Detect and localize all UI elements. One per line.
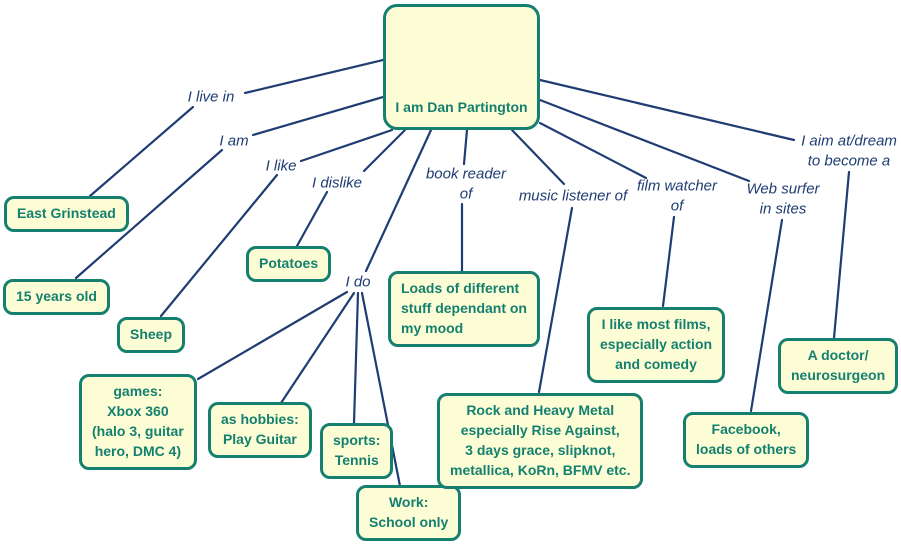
node-ambition[interactable]: A doctor/ neurosurgeon	[778, 338, 899, 394]
connector-segment	[251, 95, 385, 137]
connector-segment	[279, 291, 356, 405]
node-games[interactable]: games: Xbox 360 (halo 3, guitar hero, DM…	[79, 374, 197, 470]
connector-segment	[510, 128, 566, 186]
connector-segment	[243, 58, 385, 95]
node-age[interactable]: 15 years old	[3, 279, 110, 315]
relation-i-dislike[interactable]: I dislike	[311, 174, 363, 192]
connector-segment	[74, 148, 224, 280]
relation-aim[interactable]: I aim at/dream to become a	[801, 132, 897, 170]
node-work[interactable]: Work: School only	[356, 485, 462, 541]
relation-film-watcher[interactable]: film watcher of	[636, 177, 718, 215]
relation-i-do[interactable]: I do	[345, 273, 371, 291]
node-websites[interactable]: Facebook, loads of others	[683, 412, 810, 468]
node-books[interactable]: Loads of different stuff dependant on my…	[388, 271, 540, 347]
connector-segment	[88, 105, 195, 198]
relation-web-surfer[interactable]: Web surfer in sites	[746, 180, 820, 218]
node-central[interactable]: I am Dan Partington	[383, 4, 540, 130]
relation-i-am[interactable]: I am	[219, 132, 249, 150]
connector-segment	[299, 128, 394, 163]
relation-i-live-in[interactable]: I live in	[187, 88, 235, 106]
connector-segment	[362, 128, 407, 173]
relation-book-reader[interactable]: book reader of	[425, 165, 507, 203]
connector-segment	[462, 128, 469, 166]
connector-segment	[352, 291, 360, 425]
node-films[interactable]: I like most films, especially action and…	[587, 307, 726, 383]
node-east-grinstead[interactable]: East Grinstead	[4, 196, 129, 232]
connector-segment	[538, 121, 648, 180]
connector-segment	[538, 78, 796, 142]
node-hobbies[interactable]: as hobbies: Play Guitar	[208, 402, 312, 458]
relation-music-listener[interactable]: music listener of	[518, 187, 628, 205]
connector-segment	[537, 206, 574, 394]
connector-segment	[364, 128, 433, 273]
connector-segment	[538, 98, 751, 183]
relation-i-like[interactable]: I like	[265, 157, 297, 175]
connector-segment	[159, 173, 279, 318]
connector-segment	[832, 170, 851, 340]
node-music[interactable]: Rock and Heavy Metal especially Rise Aga…	[437, 393, 644, 489]
node-sheep[interactable]: Sheep	[117, 317, 186, 353]
connector-segment	[749, 218, 784, 413]
node-potatoes[interactable]: Potatoes	[246, 246, 332, 282]
connector-segment	[661, 215, 676, 308]
connector-segment	[196, 290, 349, 381]
node-sports[interactable]: sports: Tennis	[320, 423, 394, 479]
connector-segment	[360, 291, 402, 488]
connector-segment	[295, 190, 329, 248]
